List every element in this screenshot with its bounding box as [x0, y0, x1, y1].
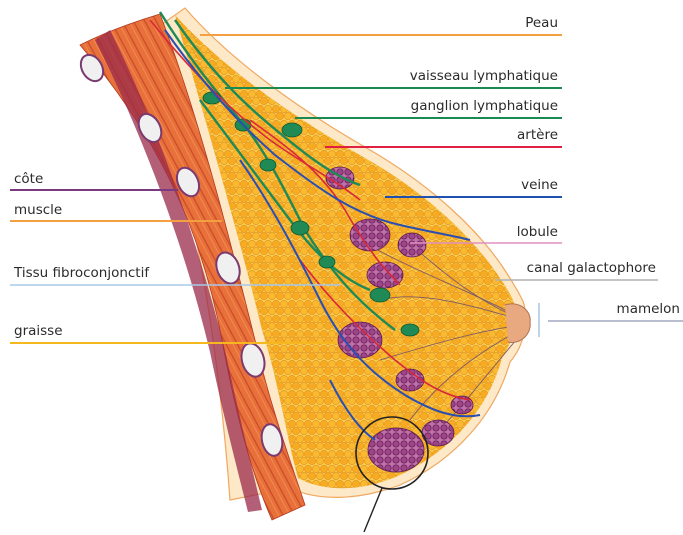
- label-peau: Peau: [525, 15, 558, 31]
- label-vaisseau-lymphatique: vaisseau lymphatique: [410, 68, 558, 84]
- label-veine: veine: [521, 177, 558, 193]
- label-lobule: lobule: [517, 224, 558, 240]
- nipple: [505, 304, 530, 343]
- label-artere: artère: [517, 127, 558, 143]
- label-mamelon: mamelon: [617, 301, 680, 317]
- label-ganglion-lymphatique: ganglion lymphatique: [411, 98, 558, 114]
- label-muscle: muscle: [14, 202, 62, 218]
- label-tissu-fibroconjonctif: Tissu fibroconjonctif: [13, 265, 150, 281]
- label-cote: côte: [14, 171, 43, 187]
- label-graisse: graisse: [14, 323, 63, 339]
- label-canal-galactophore: canal galactophore: [527, 260, 656, 276]
